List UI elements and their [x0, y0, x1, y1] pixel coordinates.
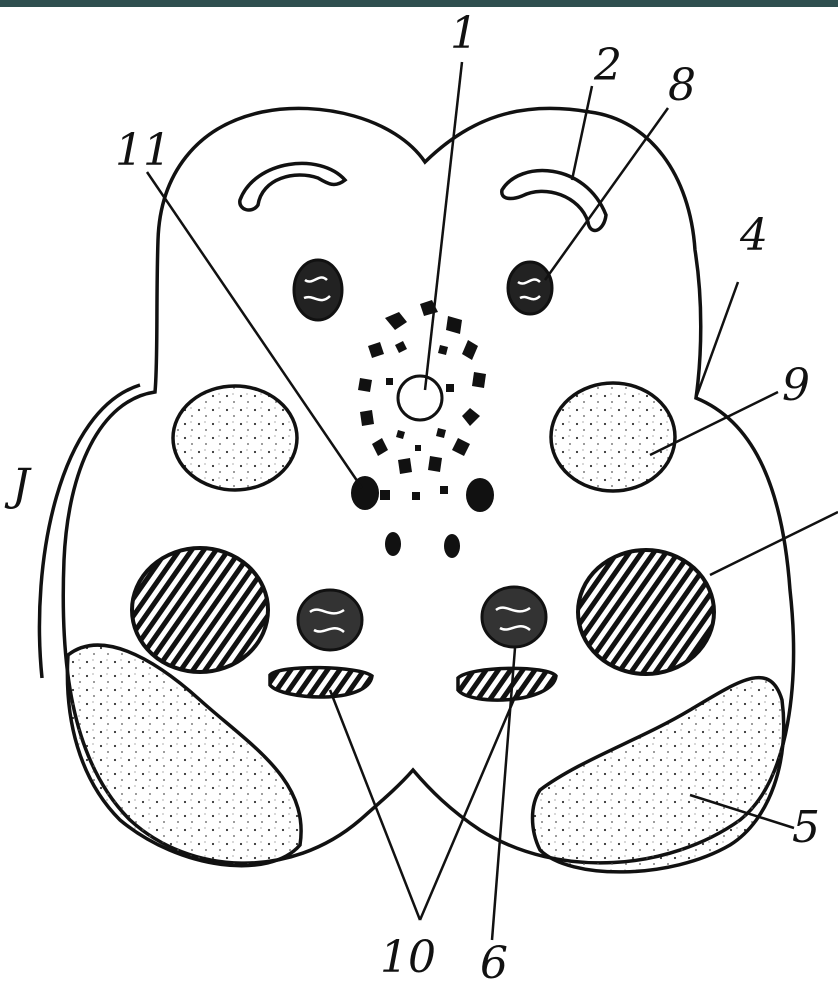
large-bundle-right	[578, 550, 714, 674]
label-11: 11	[115, 125, 171, 176]
label-4: 4	[739, 210, 768, 261]
oval-left	[173, 386, 297, 490]
bar-left	[270, 668, 372, 697]
medium-bundle-left	[298, 590, 362, 650]
label-9: 9	[782, 360, 810, 411]
bundle-right-upper	[508, 262, 552, 314]
oval-right	[551, 383, 675, 491]
small-bundle-right	[466, 478, 494, 512]
small-bundle-lower-left	[385, 532, 401, 556]
label-6: 6	[480, 938, 508, 989]
small-bundle-lower-right	[444, 534, 460, 558]
large-bundle-left	[132, 548, 268, 672]
bundle-left-upper	[294, 260, 342, 320]
label-1: 1	[450, 8, 478, 59]
label-3: J	[4, 460, 32, 511]
label-2: 2	[593, 40, 622, 91]
small-bundle-11	[351, 476, 379, 510]
medium-bundle-right	[482, 587, 546, 647]
label-8: 8	[668, 60, 696, 111]
label-10: 10	[380, 932, 436, 983]
label-5: 5	[792, 802, 820, 853]
